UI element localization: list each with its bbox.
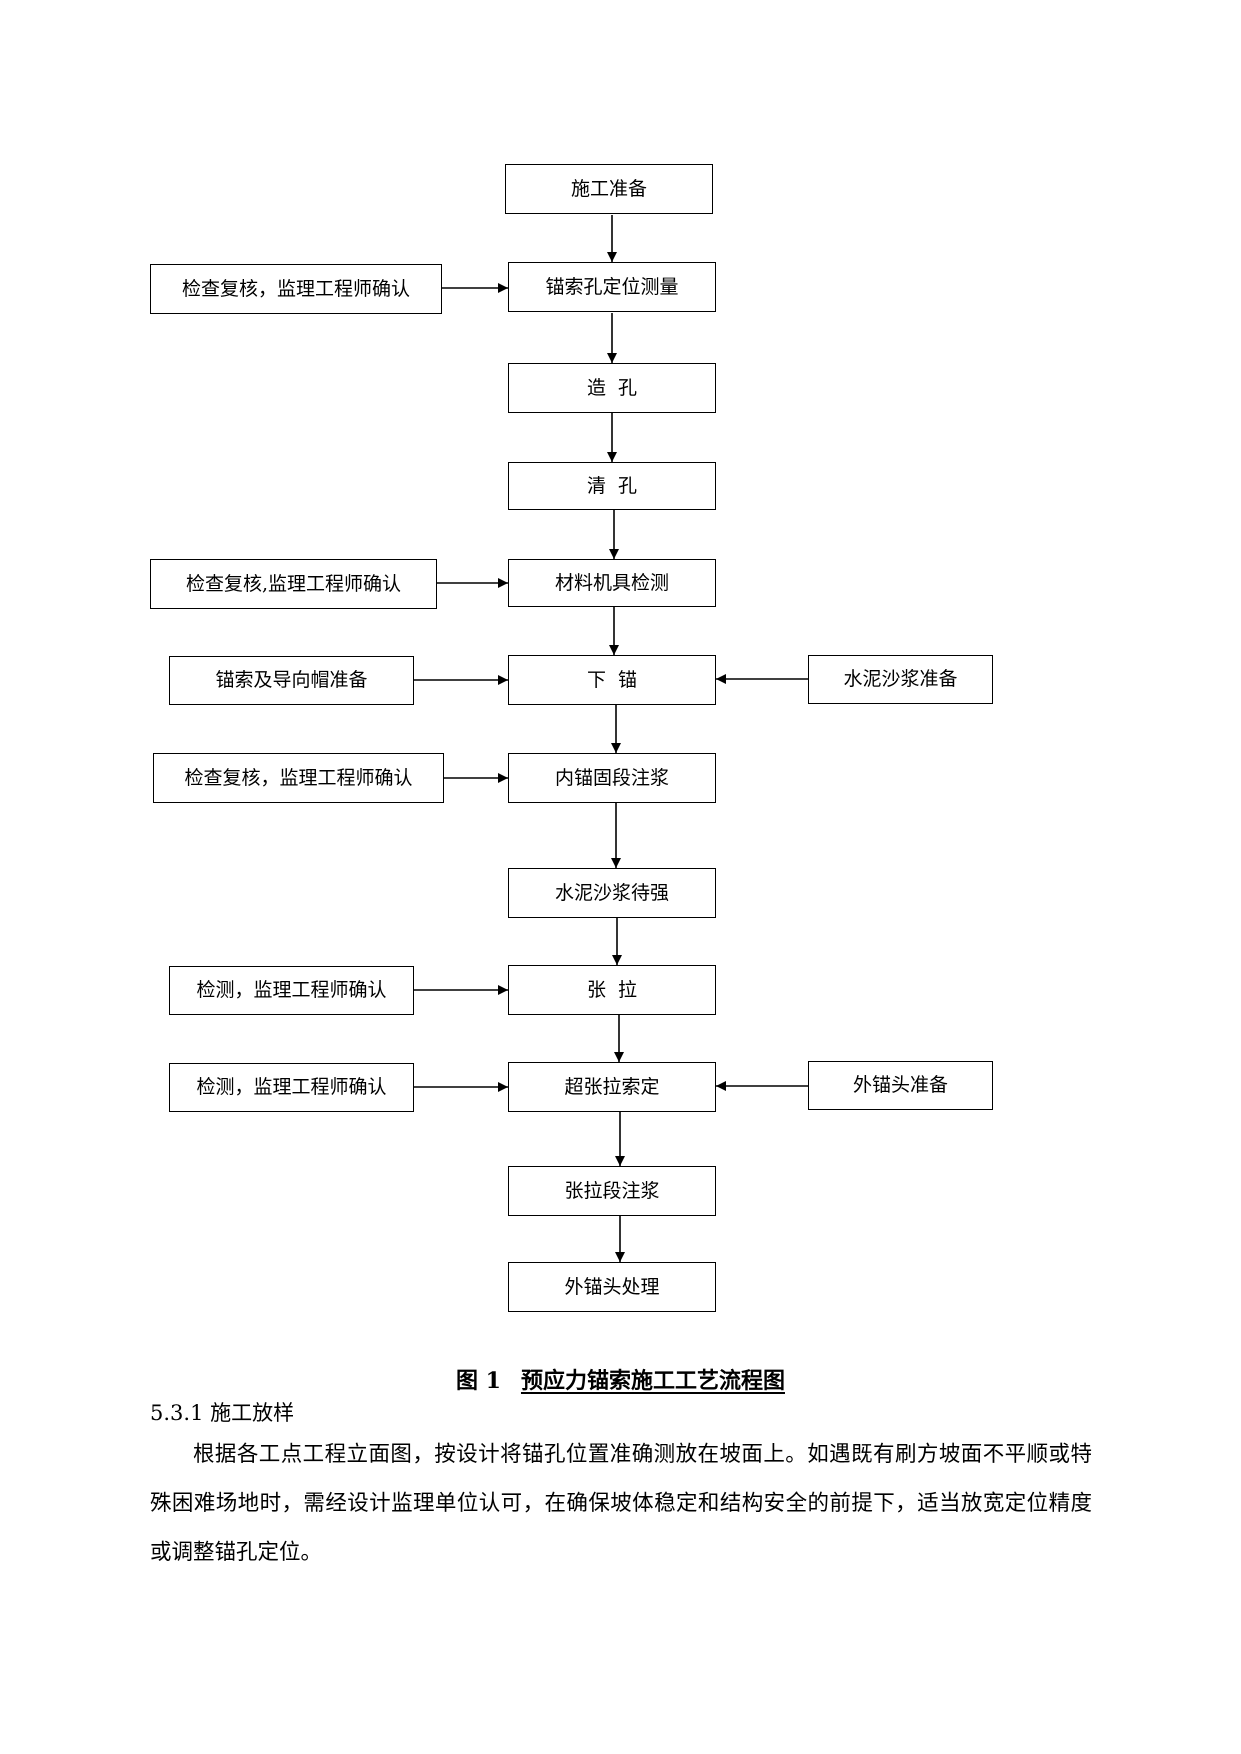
input-anchor-guide-cap-preparation: 锚索及导向帽准备	[169, 656, 414, 705]
step-hole-cleaning: 清 孔	[508, 462, 716, 510]
input-outer-anchor-head-preparation: 外锚头准备	[808, 1061, 993, 1110]
step-inner-anchorage-grouting: 内锚固段注浆	[508, 753, 716, 803]
step-construction-preparation: 施工准备	[505, 164, 713, 214]
step-anchor-placement: 下 锚	[508, 655, 716, 705]
step-over-tension-locking: 超张拉索定	[508, 1062, 716, 1112]
input-check-confirm-1: 检查复核，监理工程师确认	[150, 264, 442, 314]
step-tensioning: 张 拉	[508, 965, 716, 1015]
section-heading: 5.3.1 施工放样	[150, 1401, 295, 1425]
input-test-confirm-1: 检测，监理工程师确认	[169, 966, 414, 1015]
input-check-confirm-2: 检查复核,监理工程师确认	[150, 559, 437, 609]
input-mortar-preparation: 水泥沙浆准备	[808, 655, 993, 704]
figure-title: 预应力锚索施工工艺流程图	[520, 1368, 785, 1394]
figure-number: 图 1	[456, 1368, 501, 1394]
input-check-confirm-3: 检查复核，监理工程师确认	[153, 753, 444, 803]
body-paragraph: 根据各工点工程立面图，按设计将锚孔位置准确测放在坡面上。如遇既有刷方坡面不平顺或…	[150, 1442, 1092, 1565]
step-material-equipment-inspection: 材料机具检测	[508, 559, 716, 607]
step-mortar-curing: 水泥沙浆待强	[508, 868, 716, 918]
step-outer-anchor-head-treatment: 外锚头处理	[508, 1262, 716, 1312]
step-anchor-hole-positioning: 锚索孔定位测量	[508, 262, 716, 312]
step-drilling: 造 孔	[508, 363, 716, 413]
figure-caption: 图 1 预应力锚索施工工艺流程图	[0, 1363, 1241, 1395]
input-test-confirm-2: 检测，监理工程师确认	[169, 1063, 414, 1112]
step-tension-section-grouting: 张拉段注浆	[508, 1166, 716, 1216]
